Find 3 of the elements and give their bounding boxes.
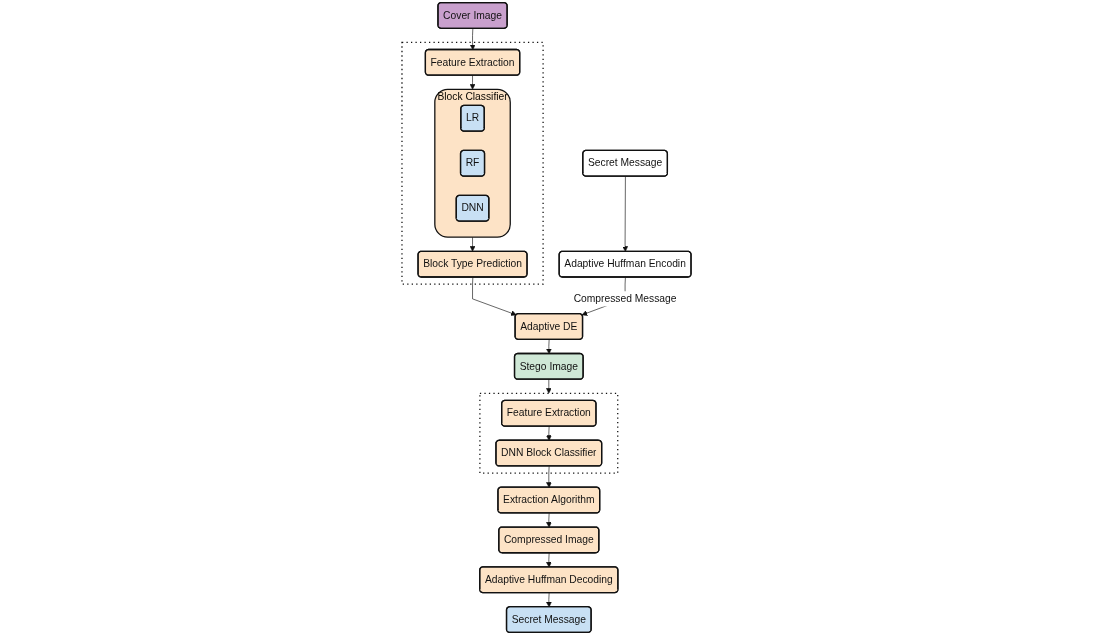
cluster: [479, 392, 619, 474]
cluster: [401, 41, 544, 285]
edge-label: Compressed Message: [573, 293, 677, 304]
